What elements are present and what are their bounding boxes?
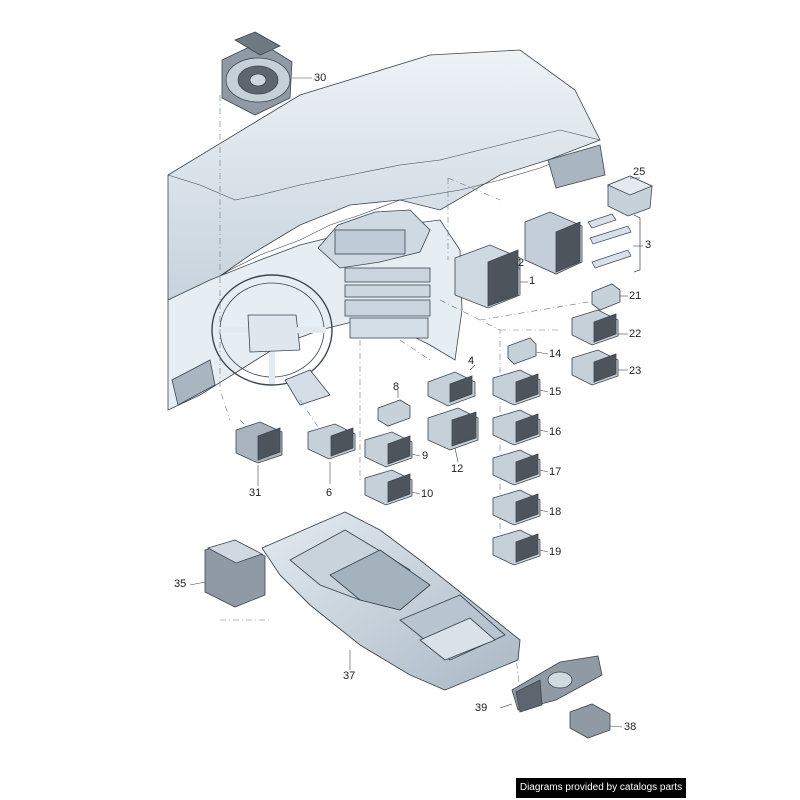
part-15 — [492, 369, 541, 406]
callout-15: 15 — [549, 386, 562, 398]
part-10 — [364, 469, 413, 506]
part-8 — [377, 399, 411, 427]
part-4 — [427, 371, 476, 407]
callout-21: 21 — [629, 290, 642, 302]
part-37-center-console — [261, 511, 521, 691]
part-38 — [569, 703, 611, 739]
part-17 — [492, 449, 541, 486]
part-18 — [492, 489, 541, 526]
callout-2: 2 — [518, 257, 525, 269]
callout-17: 17 — [549, 466, 562, 478]
callout-22: 22 — [629, 328, 642, 340]
part-21 — [591, 283, 621, 311]
callout-3: 3 — [645, 239, 652, 251]
callout-19: 19 — [549, 546, 562, 558]
callout-1: 1 — [529, 275, 536, 287]
part-22 — [571, 309, 619, 346]
callout-23: 23 — [629, 365, 642, 377]
callout-25: 25 — [633, 166, 646, 178]
callout-39: 39 — [475, 702, 488, 714]
part-25 — [606, 175, 654, 217]
callout-4: 4 — [468, 355, 475, 367]
callout-38: 38 — [624, 721, 637, 733]
part-39 — [511, 655, 603, 713]
callout-6: 6 — [326, 487, 333, 499]
part-30-light-switch — [221, 31, 293, 116]
callout-14: 14 — [549, 348, 562, 360]
callout-31: 31 — [249, 487, 262, 499]
switch-modules — [204, 283, 621, 739]
part-23 — [571, 349, 619, 386]
callout-12: 12 — [451, 463, 464, 475]
callout-10: 10 — [421, 488, 434, 500]
part-9 — [364, 431, 413, 468]
part-1-switch-block — [454, 211, 583, 309]
dashboard — [167, 49, 606, 411]
callout-37: 37 — [343, 670, 356, 682]
callout-18: 18 — [549, 506, 562, 518]
credit-banner: Diagrams provided by catalogs parts — [516, 778, 686, 798]
callout-8: 8 — [393, 381, 400, 393]
part-16 — [492, 409, 541, 446]
callout-16: 16 — [549, 426, 562, 438]
part-6 — [307, 423, 356, 460]
part-12 — [427, 407, 479, 451]
part-31 — [235, 421, 283, 464]
part-35 — [204, 539, 266, 608]
part-3-strips — [587, 213, 641, 273]
part-14 — [507, 337, 537, 365]
part-19 — [492, 529, 541, 566]
callout-lines — [189, 77, 643, 728]
callout-30: 30 — [314, 72, 327, 84]
callout-35: 35 — [174, 578, 187, 590]
callout-9: 9 — [422, 450, 429, 462]
